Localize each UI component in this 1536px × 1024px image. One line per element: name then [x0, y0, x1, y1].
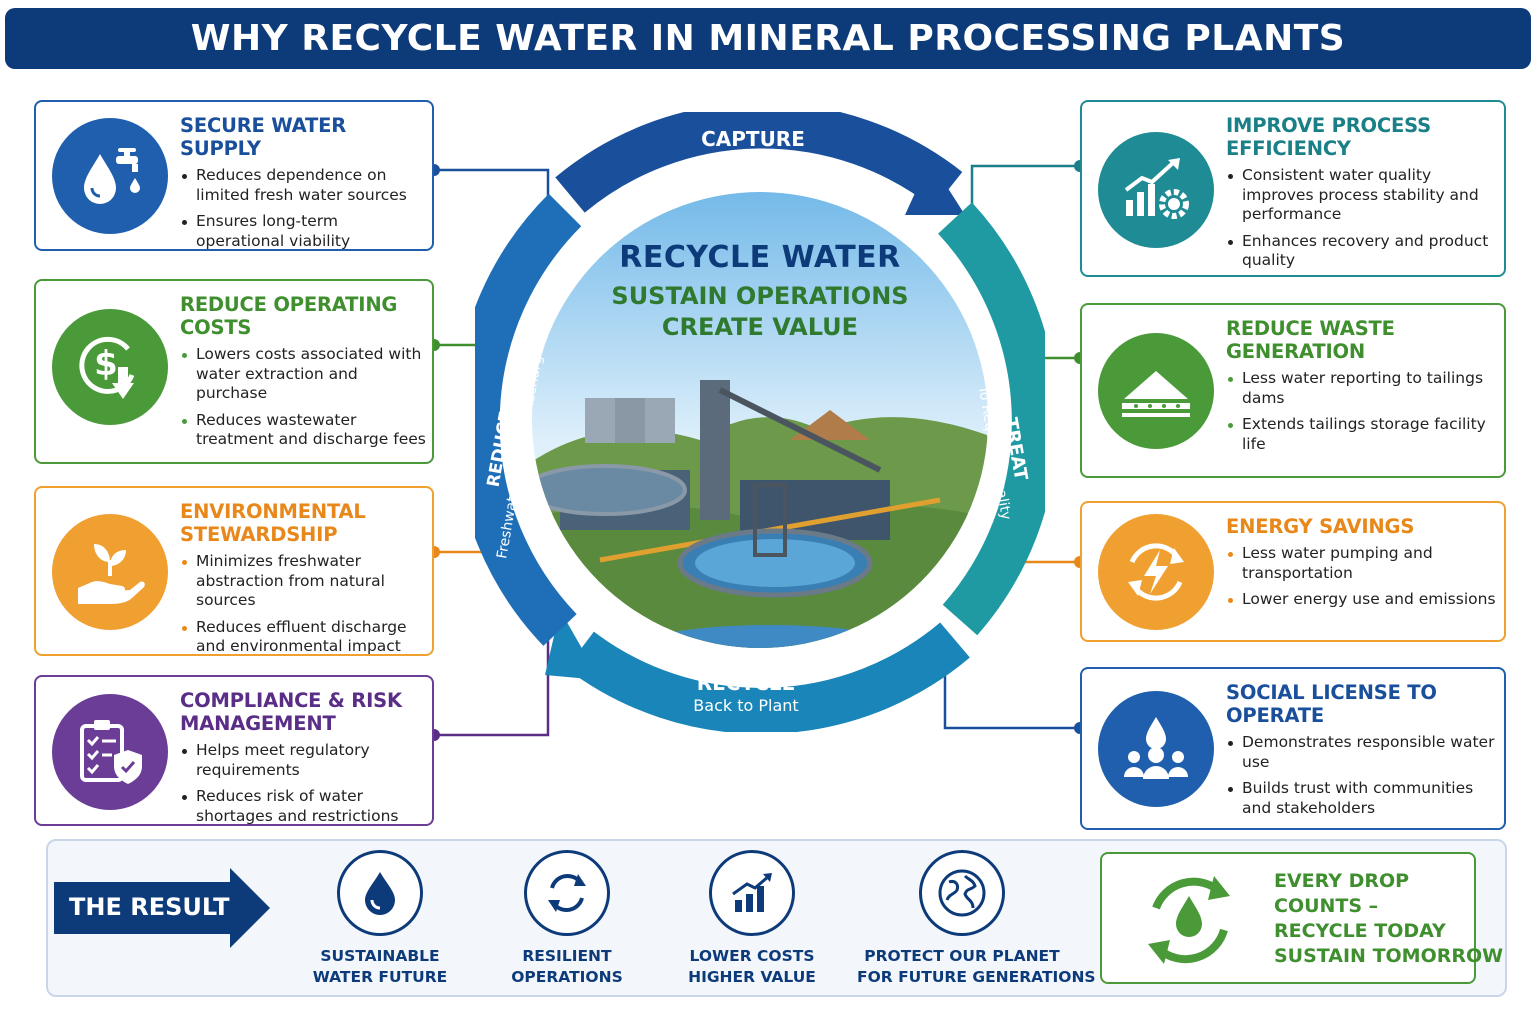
- card-title: COMPLIANCE & RISK MANAGEMENT: [180, 689, 402, 735]
- card-bullet: Lowers costs associated with water extra…: [180, 345, 426, 404]
- card-title: REDUCE OPERATING COSTS: [180, 293, 398, 339]
- slogan-line: EVERY DROP: [1274, 870, 1410, 892]
- clipboard-shield-icon: [52, 694, 168, 810]
- center-line-3: CREATE VALUE: [661, 313, 859, 341]
- card-bullet: Enhances recovery and product quality: [1226, 232, 1498, 271]
- card-bullet: Helps meet regulatory requirements: [180, 741, 426, 780]
- globe-icon: [919, 850, 1005, 936]
- card-bullet: Extends tailings storage facility life: [1226, 415, 1498, 454]
- hand-plant-icon: [52, 514, 168, 630]
- center-line-2: SUSTAIN OPERATIONS: [611, 282, 909, 310]
- result-item-lower-costs: LOWER COSTS HIGHER VALUE: [682, 850, 822, 988]
- card-title: SOCIAL LICENSE TO OPERATE: [1226, 681, 1437, 727]
- cycle-recycle-subtitle: Back to Plant: [693, 696, 798, 715]
- card-bullet: Reduces effluent discharge and environme…: [180, 618, 426, 657]
- card-bullet: Less water pumping and transportation: [1226, 544, 1498, 583]
- community-drop-icon: [1098, 691, 1214, 807]
- card-reduce-operating-costs: $ REDUCE OPERATING COSTS Lowers costs as…: [34, 279, 434, 464]
- result-arrow-icon: [54, 868, 270, 948]
- growth-chart-icon: [709, 850, 795, 936]
- card-bullet: Demonstrates responsible water use: [1226, 733, 1498, 772]
- card-energy-savings: ENERGY SAVINGS Less water pumping and tr…: [1080, 501, 1506, 642]
- svg-text:$: $: [94, 344, 118, 384]
- result-item-line1: PROTECT OUR PLANET: [864, 947, 1060, 965]
- slogan-line: SUSTAIN TOMORROW: [1274, 945, 1504, 967]
- card-title: SECURE WATER SUPPLY: [180, 114, 347, 160]
- recycle-drop-icon: [1148, 876, 1230, 964]
- title-bar: WHY RECYCLE WATER IN MINERAL PROCESSING …: [5, 8, 1531, 69]
- card-compliance-risk-management: COMPLIANCE & RISK MANAGEMENT Helps meet …: [34, 675, 434, 826]
- recycle-arrows-icon: [524, 850, 610, 936]
- card-bullet: Builds trust with communities and stakeh…: [1226, 779, 1498, 818]
- tailings-pile-icon: [1098, 333, 1214, 449]
- card-title: ENVIRONMENTAL STEWARDSHIP: [180, 500, 366, 546]
- card-bullet: Reduces risk of water shortages and rest…: [180, 787, 426, 826]
- card-title: ENERGY SAVINGS: [1226, 515, 1415, 538]
- slogan-line: RECYCLE TODAY: [1274, 920, 1446, 942]
- card-bullet: Reduces dependence on limited fresh wate…: [180, 166, 426, 205]
- card-secure-water-supply: SECURE WATER SUPPLY Reduces dependence o…: [34, 100, 434, 251]
- card-title: REDUCE WASTE GENERATION: [1226, 317, 1395, 363]
- center-message: RECYCLE WATER SUSTAIN OPERATIONS CREATE …: [600, 240, 920, 343]
- slogan-box: [1100, 852, 1476, 984]
- result-item-line2: OPERATIONS: [511, 968, 623, 986]
- card-bullet: Minimizes freshwater abstraction from na…: [180, 552, 426, 611]
- result-item-line2: FOR FUTURE GENERATIONS: [857, 968, 1096, 986]
- page-title: WHY RECYCLE WATER IN MINERAL PROCESSING …: [190, 18, 1346, 59]
- cycle-capture-subtitle: Process Water: [700, 153, 807, 171]
- card-bullet: Less water reporting to tailings dams: [1226, 369, 1498, 408]
- result-item-line1: LOWER COSTS: [689, 947, 815, 965]
- result-item-resilient: RESILIENT OPERATIONS: [497, 850, 637, 988]
- cycle-recycle-title: RECYCLE: [697, 671, 796, 695]
- card-improve-process-efficiency: IMPROVE PROCESS EFFICIENCY Consistent wa…: [1080, 100, 1506, 277]
- slogan-line: COUNTS –: [1274, 895, 1379, 917]
- chart-gear-icon: [1098, 132, 1214, 248]
- card-reduce-waste-generation: REDUCE WASTE GENERATION Less water repor…: [1080, 303, 1506, 478]
- result-item-protect-planet: PROTECT OUR PLANET FOR FUTURE GENERATIONS: [857, 850, 1096, 988]
- card-bullet: Ensures long-term operational viability: [180, 212, 426, 251]
- recycle-cycle-diagram: CAPTURE Process Water RECYCLE Back to Pl…: [475, 112, 1045, 732]
- water-drop-icon: [337, 850, 423, 936]
- card-bullet: Reduces wastewater treatment and dischar…: [180, 411, 426, 450]
- cycle-capture-title: CAPTURE: [701, 127, 805, 151]
- water-tap-icon: [52, 118, 168, 234]
- card-title: IMPROVE PROCESS EFFICIENCY: [1226, 114, 1431, 160]
- card-bullet: Lower energy use and emissions: [1226, 590, 1498, 610]
- result-item-line1: SUSTAINABLE: [320, 947, 440, 965]
- result-item-line1: RESILIENT: [522, 947, 612, 965]
- slogan-text: EVERY DROP COUNTS – RECYCLE TODAY SUSTAI…: [1274, 869, 1503, 969]
- dollar-down-icon: $: [52, 309, 168, 425]
- center-line-1: RECYCLE WATER: [619, 240, 901, 275]
- energy-cycle-icon: [1098, 514, 1214, 630]
- card-environmental-stewardship: ENVIRONMENTAL STEWARDSHIP Minimizes fres…: [34, 486, 434, 656]
- result-item-line2: WATER FUTURE: [312, 968, 448, 986]
- result-label: THE RESULT: [69, 893, 230, 921]
- result-item-sustainable: SUSTAINABLE WATER FUTURE: [310, 850, 450, 988]
- card-social-license-to-operate: SOCIAL LICENSE TO OPERATE Demonstrates r…: [1080, 667, 1506, 830]
- card-bullet: Consistent water quality improves proces…: [1226, 166, 1498, 225]
- result-item-line2: HIGHER VALUE: [688, 968, 816, 986]
